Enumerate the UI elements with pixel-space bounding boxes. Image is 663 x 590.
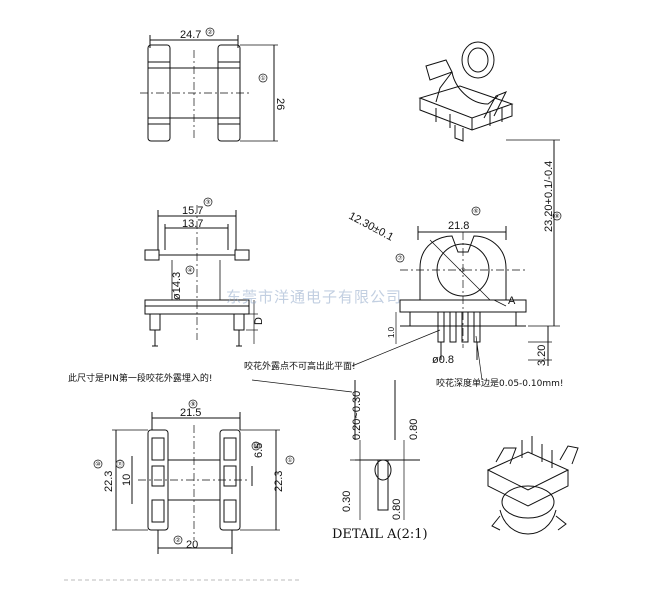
side-view [395,139,562,366]
bottom-right-inner-dim: 6.5 [253,443,265,458]
side-radius-dim: 12.30±0.1 [347,210,396,244]
front-view [144,197,258,347]
ref-mark: ④ [187,267,192,274]
side-pin-dia-dim: ø0.8 [432,354,454,366]
side-width-dim: 21.8 [448,220,469,232]
detail-title: DETAIL A(2:1) [332,527,428,542]
watermark: 东莞市洋通电子有限公司 [226,288,402,306]
ref-mark: ⑥ [473,208,478,215]
ref-mark: ③ [205,199,210,206]
ref-mark: ⑦ [397,255,402,262]
note-leaders [251,329,483,393]
detail-dim-d: 0.80 [391,499,403,520]
detail-a [350,380,420,520]
bottom-left-outer-dim: 22.3 [103,471,115,492]
ref-mark: ⑪ [117,460,123,468]
iso-view-top [418,41,514,142]
side-label-a: A [508,295,516,307]
front-d-dim: D [253,317,265,325]
ref-mark: ⑨ [190,401,195,408]
bottom-bottom-dim: 20 [186,539,198,551]
side-height-dim: 23.20+0.1/-0.4 [543,161,555,232]
ref-mark: ⑫ [253,442,259,450]
bottom-view [93,399,295,554]
top-view [140,27,278,142]
front-inner-dim: 13.7 [182,218,203,230]
ref-mark: ② [207,29,212,36]
pin-note: 此尺寸是PIN第一段咬花外露埋入的! [68,372,212,384]
top-height-dim: 26 [274,98,286,110]
crimp-note: 咬花外露点不可高出此平面! [244,360,356,372]
ref-mark: ⑩ [95,461,100,468]
detail-dim-b: 0.80 [408,419,420,440]
detail-dim-a: 0.20~0.30 [351,391,363,440]
bottom-top-dim: 21.5 [180,407,201,419]
iso-view-bottom [486,436,579,535]
ref-mark: ① [260,75,265,82]
bottom-left-inner-dim: 10 [121,474,133,486]
ref-mark: ① [287,457,292,464]
detail-dim-c: 0.30 [341,491,353,512]
bottom-right-outer-dim: 22.3 [273,471,285,492]
side-pin-len-dim: 3.20 [536,345,548,366]
front-outer-dim: 15.7 [182,205,203,217]
ref-mark: ② [175,537,180,544]
ref-mark: ⑤ [460,267,465,274]
ref-mark: ⑧ [554,213,559,220]
side-step-dim: 1.0 [387,326,396,338]
depth-note: 咬花深度单边是0.05-0.10mm! [436,377,563,389]
top-width-dim: 24.7 [180,29,201,41]
front-dia-dim: ø14.3 [171,272,183,300]
